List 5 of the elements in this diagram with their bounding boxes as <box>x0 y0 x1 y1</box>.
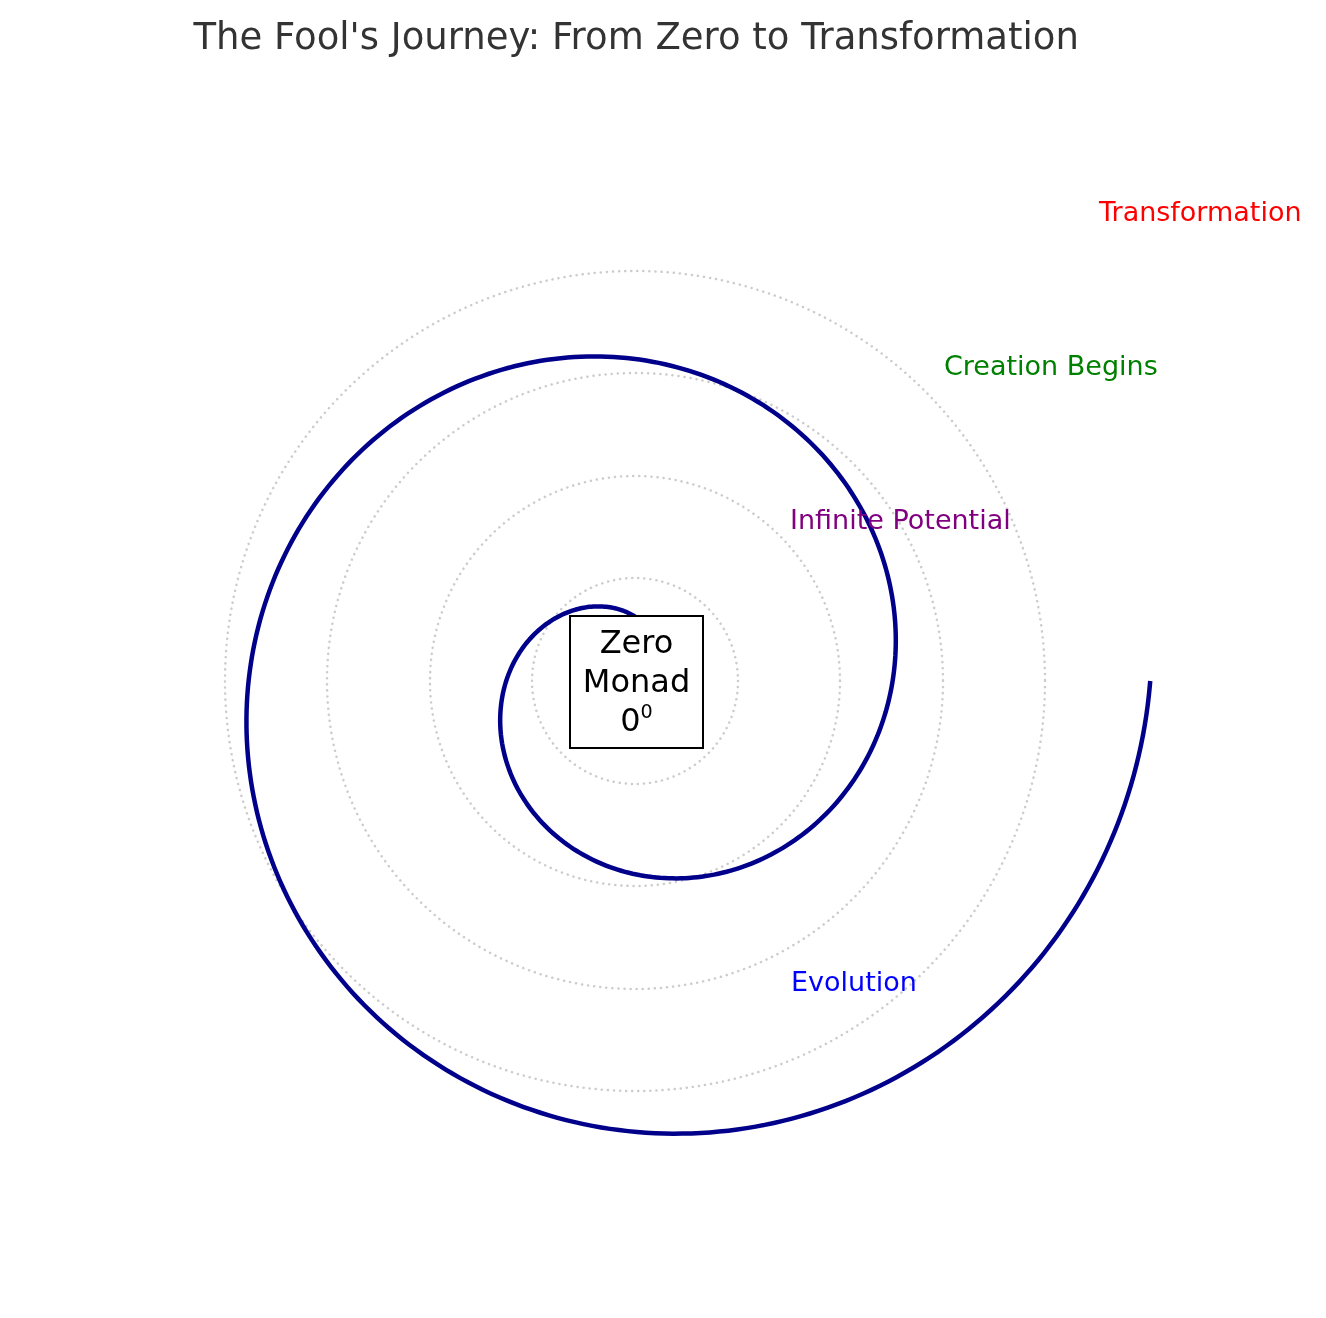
diagram-title: The Fool's Journey: From Zero to Transformation <box>193 15 1079 59</box>
stage-label: Transformation <box>1099 196 1302 228</box>
center-box: Zero Monad 0$^{0}$ <box>569 615 704 749</box>
stage-label: Evolution <box>791 966 917 998</box>
stage-label: Creation Begins <box>944 350 1158 382</box>
